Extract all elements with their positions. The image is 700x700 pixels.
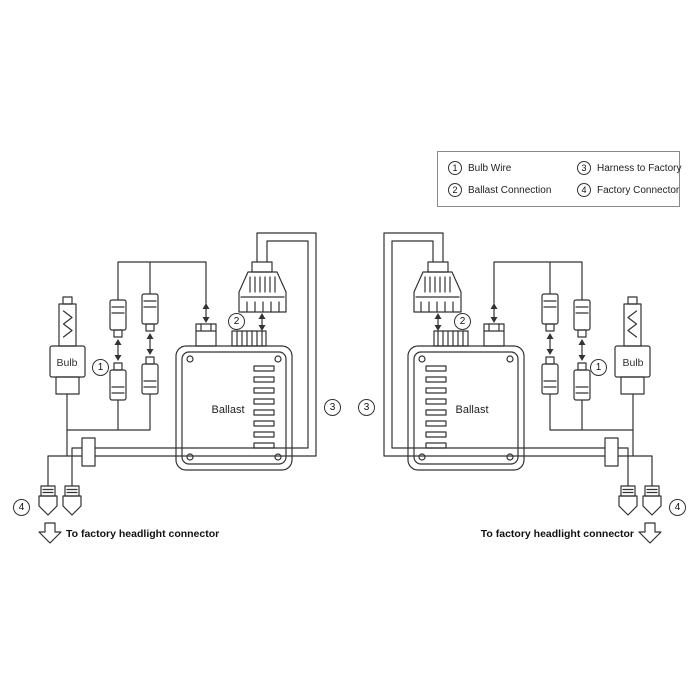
callout-ballast-connection-right: 2 xyxy=(454,313,471,330)
callout-bulb-wire-right: 1 xyxy=(590,359,607,376)
bulb-label-right: Bulb xyxy=(622,357,644,369)
legend-label-bulb-wire: Bulb Wire xyxy=(468,162,512,174)
legend-num-2: 2 xyxy=(448,183,462,197)
bulb-label-left: Bulb xyxy=(56,357,78,369)
left-diagram-art xyxy=(38,232,317,544)
callout-factory-connector-left: 4 xyxy=(13,499,30,516)
ballast-label-left: Ballast xyxy=(211,404,245,416)
right-diagram-art xyxy=(383,232,662,544)
callout-harness-right: 3 xyxy=(358,399,375,416)
legend-item-ballast-connection: 2 Ballast Connection xyxy=(448,183,575,197)
legend-label-ballast-connection: Ballast Connection xyxy=(468,184,552,196)
callout-factory-connector-right: 4 xyxy=(669,499,686,516)
footer-note-right: To factory headlight connector xyxy=(480,528,634,540)
legend-box: 1 Bulb Wire 3 Harness to Factory 2 Balla… xyxy=(437,151,681,207)
ballast-label-right: Ballast xyxy=(455,404,489,416)
legend-label-harness-to-factory: Harness to Factory xyxy=(597,162,682,174)
legend-item-harness-to-factory: 3 Harness to Factory xyxy=(577,161,681,175)
legend-num-3: 3 xyxy=(577,161,591,175)
legend-label-factory-connector: Factory Connector xyxy=(597,184,680,196)
legend-num-1: 1 xyxy=(448,161,462,175)
legend-item-factory-connector: 4 Factory Connector xyxy=(577,183,681,197)
callout-bulb-wire-left: 1 xyxy=(92,359,109,376)
legend-num-4: 4 xyxy=(577,183,591,197)
callout-harness-left: 3 xyxy=(324,399,341,416)
legend-item-bulb-wire: 1 Bulb Wire xyxy=(448,161,575,175)
footer-note-left: To factory headlight connector xyxy=(66,528,220,540)
callout-ballast-connection-left: 2 xyxy=(228,313,245,330)
